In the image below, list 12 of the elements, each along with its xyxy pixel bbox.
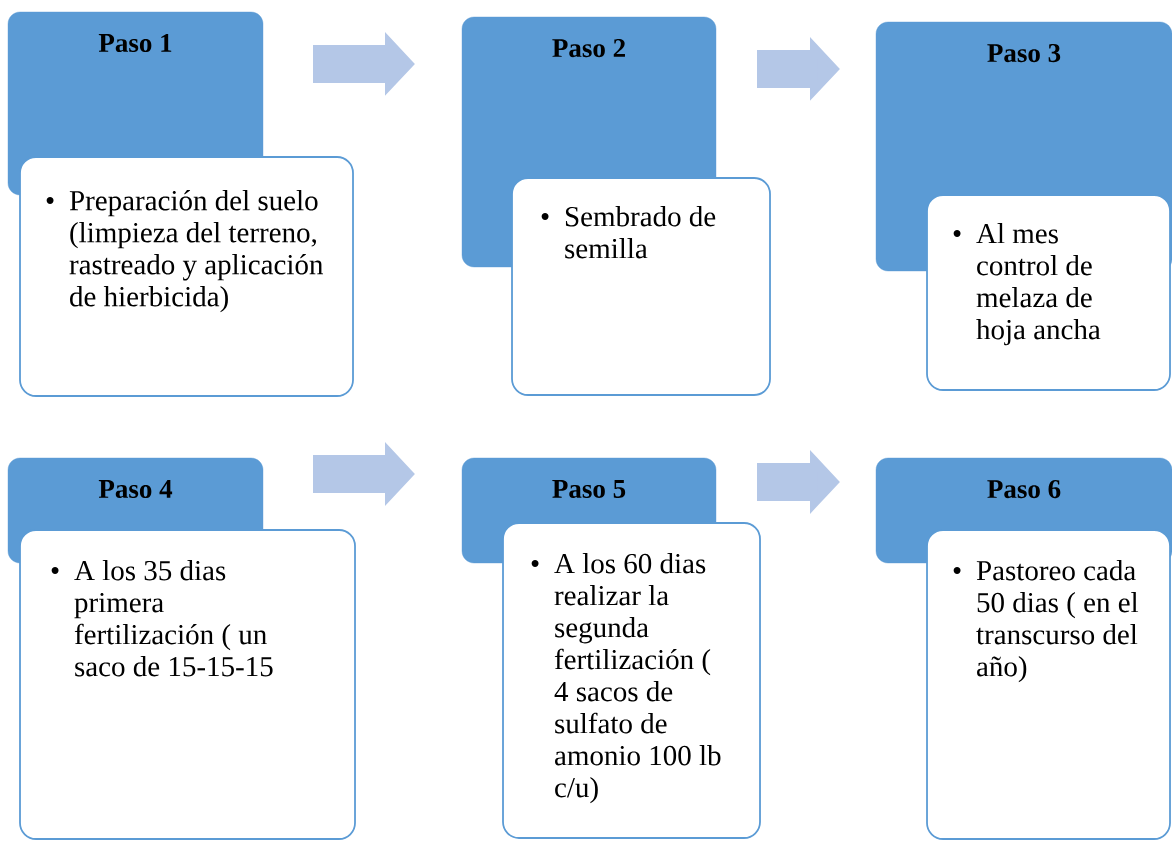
bullet: •	[541, 213, 549, 220]
step-text-box: • A los 35 dias primera fertilización ( un saco de 15-15-15	[19, 529, 356, 840]
bullet: •	[953, 567, 961, 574]
step-text-box: • Pastoreo cada 50 dias ( en el transcurso del año)	[926, 529, 1171, 840]
bullet: •	[531, 560, 539, 567]
bullet: •	[953, 230, 961, 237]
step-text-box: • Sembrado de semilla	[511, 177, 771, 396]
step-text-box: • A los 60 dias realizar la segunda fertilización ( 4 sacos de sulfato de amonio 100 lb c/u)	[502, 522, 761, 839]
step-text-box: • Preparación del suelo (limpieza del terreno, rastreado y aplicación de hierbicida)	[19, 156, 354, 397]
bullet: •	[46, 197, 54, 204]
bullet: •	[51, 567, 59, 574]
step-text-box: • Al mes control de melaza de hoja ancha	[926, 194, 1171, 391]
